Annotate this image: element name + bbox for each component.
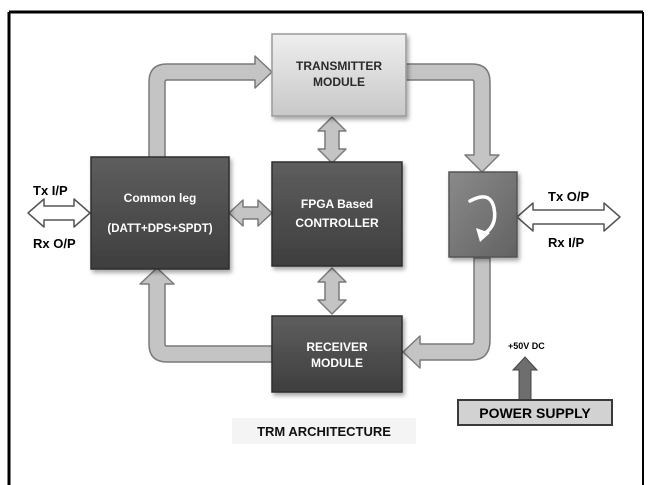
transmitter-label-line1: TRANSMITTER	[296, 59, 382, 73]
fpga-label-line2: CONTROLLER	[295, 216, 379, 230]
transmitter-module-block: TRANSMITTER MODULE	[271, 33, 407, 117]
tx-output-label: Tx O/P	[548, 189, 590, 204]
rx-output-label: Rx O/P	[33, 236, 76, 251]
diagram-caption: TRM ARCHITECTURE	[257, 424, 391, 439]
circulator-icon	[468, 195, 497, 238]
circulator-block	[448, 171, 518, 258]
bidir-arrow-fpga-receiver	[317, 267, 347, 315]
power-supply-arrow	[511, 356, 539, 401]
diagram-frame	[7, 10, 644, 485]
bidir-arrow-transmitter-fpga	[317, 116, 347, 164]
common-leg-label-line1: Common leg	[124, 191, 197, 205]
flow-arrow-transmitter-to-circulator	[405, 63, 500, 173]
power-supply-box: POWER SUPPLY	[457, 399, 613, 426]
power-supply-label: POWER SUPPLY	[479, 405, 591, 421]
flow-arrow-receiver-to-commonleg	[139, 267, 273, 363]
common-leg-label-line2: (DATT+DPS+SPDT)	[107, 223, 212, 235]
receiver-label-line2: MODULE	[311, 356, 363, 370]
bidir-arrow-commonleg-fpga	[228, 199, 273, 227]
supply-voltage-label: +50V DC	[508, 341, 545, 351]
right-port-arrow	[516, 202, 621, 232]
receiver-module-block: RECEIVER MODULE	[271, 315, 403, 393]
flow-arrow-commonleg-to-transmitter	[148, 55, 273, 159]
receiver-label-line1: RECEIVER	[306, 340, 368, 354]
transmitter-label-line2: MODULE	[313, 75, 365, 89]
circulator-arrowhead-icon	[476, 228, 490, 242]
tx-input-label: Tx I/P	[33, 183, 68, 198]
caption: TRM ARCHITECTURE	[232, 418, 416, 444]
common-leg-block: Common leg (DATT+DPS+SPDT)	[90, 156, 230, 270]
rx-input-label: Rx I/P	[548, 235, 584, 250]
fpga-label-line1: FPGA Based	[301, 197, 373, 211]
left-port-arrow	[27, 198, 91, 228]
fpga-controller-block: FPGA Based CONTROLLER	[271, 161, 403, 267]
flow-arrow-circulator-to-receiver	[402, 257, 491, 369]
